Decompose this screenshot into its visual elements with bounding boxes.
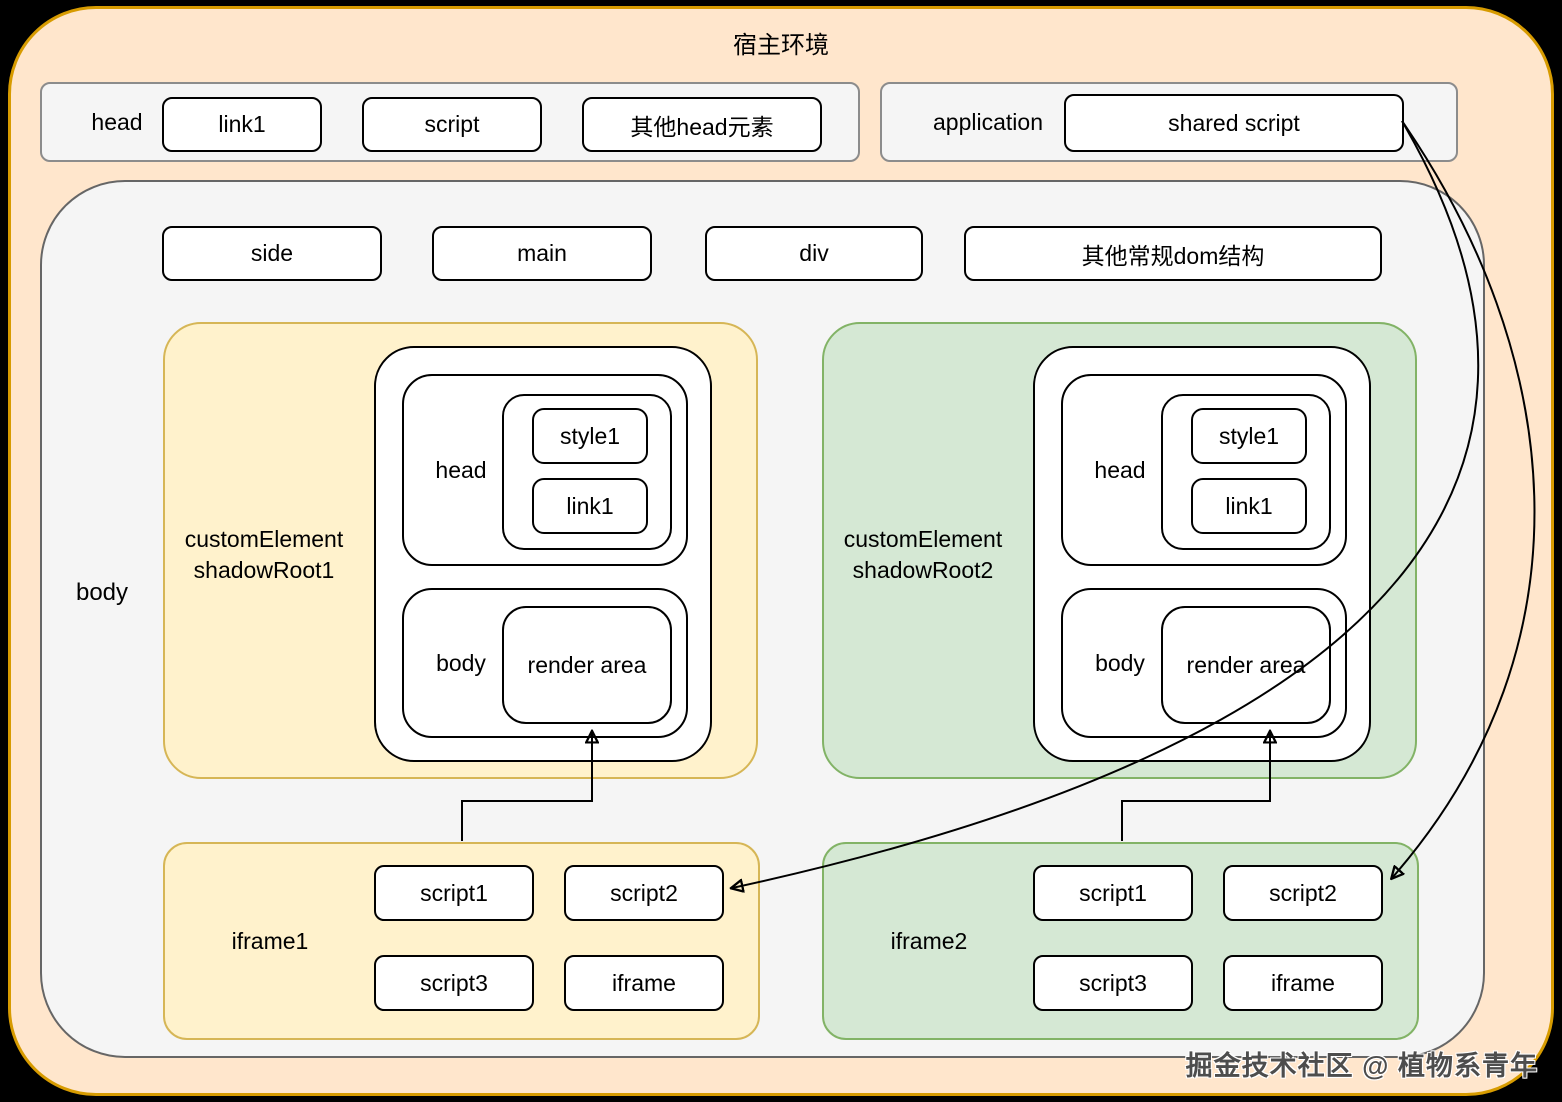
- box-iframe: iframe: [1223, 955, 1383, 1011]
- box-style1: style1: [1191, 408, 1307, 464]
- box-link1: link1: [532, 478, 648, 534]
- box-other-head-elements: 其他head元素: [582, 97, 822, 152]
- application-group-label: application: [933, 108, 1043, 135]
- shadow-root-2-head-inner: style1 link1: [1161, 394, 1331, 550]
- shadow-root-2-document: head style1 link1 body render area: [1033, 346, 1371, 762]
- box-script1: script1: [1033, 865, 1193, 921]
- box-script: script: [362, 97, 542, 152]
- box-side: side: [162, 226, 382, 281]
- box-main: main: [432, 226, 652, 281]
- box-style1: style1: [532, 408, 648, 464]
- box-link1: link1: [162, 97, 322, 152]
- shadow-root-2-render-area: render area: [1161, 606, 1331, 724]
- shadow-root-1-body-label: body: [436, 649, 486, 676]
- iframe-1-group: iframe1 script1 script2 script3 iframe: [163, 842, 760, 1040]
- custom-element-shadow-root-1: customElement shadowRoot1 head style1 li…: [163, 322, 758, 779]
- box-shared-script: shared script: [1064, 94, 1404, 152]
- box-script1: script1: [374, 865, 534, 921]
- box-link1: link1: [1191, 478, 1307, 534]
- shadow-root-1-document: head style1 link1 body render area: [374, 346, 712, 762]
- shadow-root-2-label-line1: customElement: [843, 526, 1003, 552]
- shadow-root-1-body: body render area: [402, 588, 688, 738]
- box-script2: script2: [1223, 865, 1383, 921]
- box-div: div: [705, 226, 923, 281]
- box-script2: script2: [564, 865, 724, 921]
- shadow-root-1-label: customElement shadowRoot1: [169, 524, 359, 586]
- head-group: head link1 script 其他head元素: [40, 82, 860, 162]
- shadow-root-2-label-line2: shadowRoot2: [852, 557, 994, 583]
- shadow-root-2-head: head style1 link1: [1061, 374, 1347, 566]
- shadow-root-1-label-line1: customElement: [184, 526, 344, 552]
- iframe-2-group: iframe2 script1 script2 script3 iframe: [822, 842, 1419, 1040]
- shadow-root-2-label: customElement shadowRoot2: [828, 524, 1018, 586]
- shadow-root-1-render-area: render area: [502, 606, 672, 724]
- iframe-1-label: iframe1: [231, 927, 309, 954]
- box-script3: script3: [374, 955, 534, 1011]
- shadow-root-1-label-line2: shadowRoot1: [193, 557, 335, 583]
- box-other-dom-structure: 其他常规dom结构: [964, 226, 1382, 281]
- shadow-root-1-head-inner: style1 link1: [502, 394, 672, 550]
- shadow-root-1-head-label: head: [435, 456, 487, 483]
- iframe-2-label: iframe2: [890, 927, 968, 954]
- head-group-label: head: [91, 108, 143, 135]
- box-iframe: iframe: [564, 955, 724, 1011]
- shadow-root-2-head-label: head: [1094, 456, 1146, 483]
- shadow-root-2-body-label: body: [1095, 649, 1145, 676]
- box-script3: script3: [1033, 955, 1193, 1011]
- application-group: application shared script: [880, 82, 1458, 162]
- shadow-root-1-head: head style1 link1: [402, 374, 688, 566]
- custom-element-shadow-root-2: customElement shadowRoot2 head style1 li…: [822, 322, 1417, 779]
- host-environment-title: 宿主环境: [733, 32, 829, 59]
- body-group-label: body: [75, 579, 129, 606]
- shadow-root-2-body: body render area: [1061, 588, 1347, 738]
- watermark: 掘金技术社区 @ 植物系青年: [1185, 1051, 1538, 1081]
